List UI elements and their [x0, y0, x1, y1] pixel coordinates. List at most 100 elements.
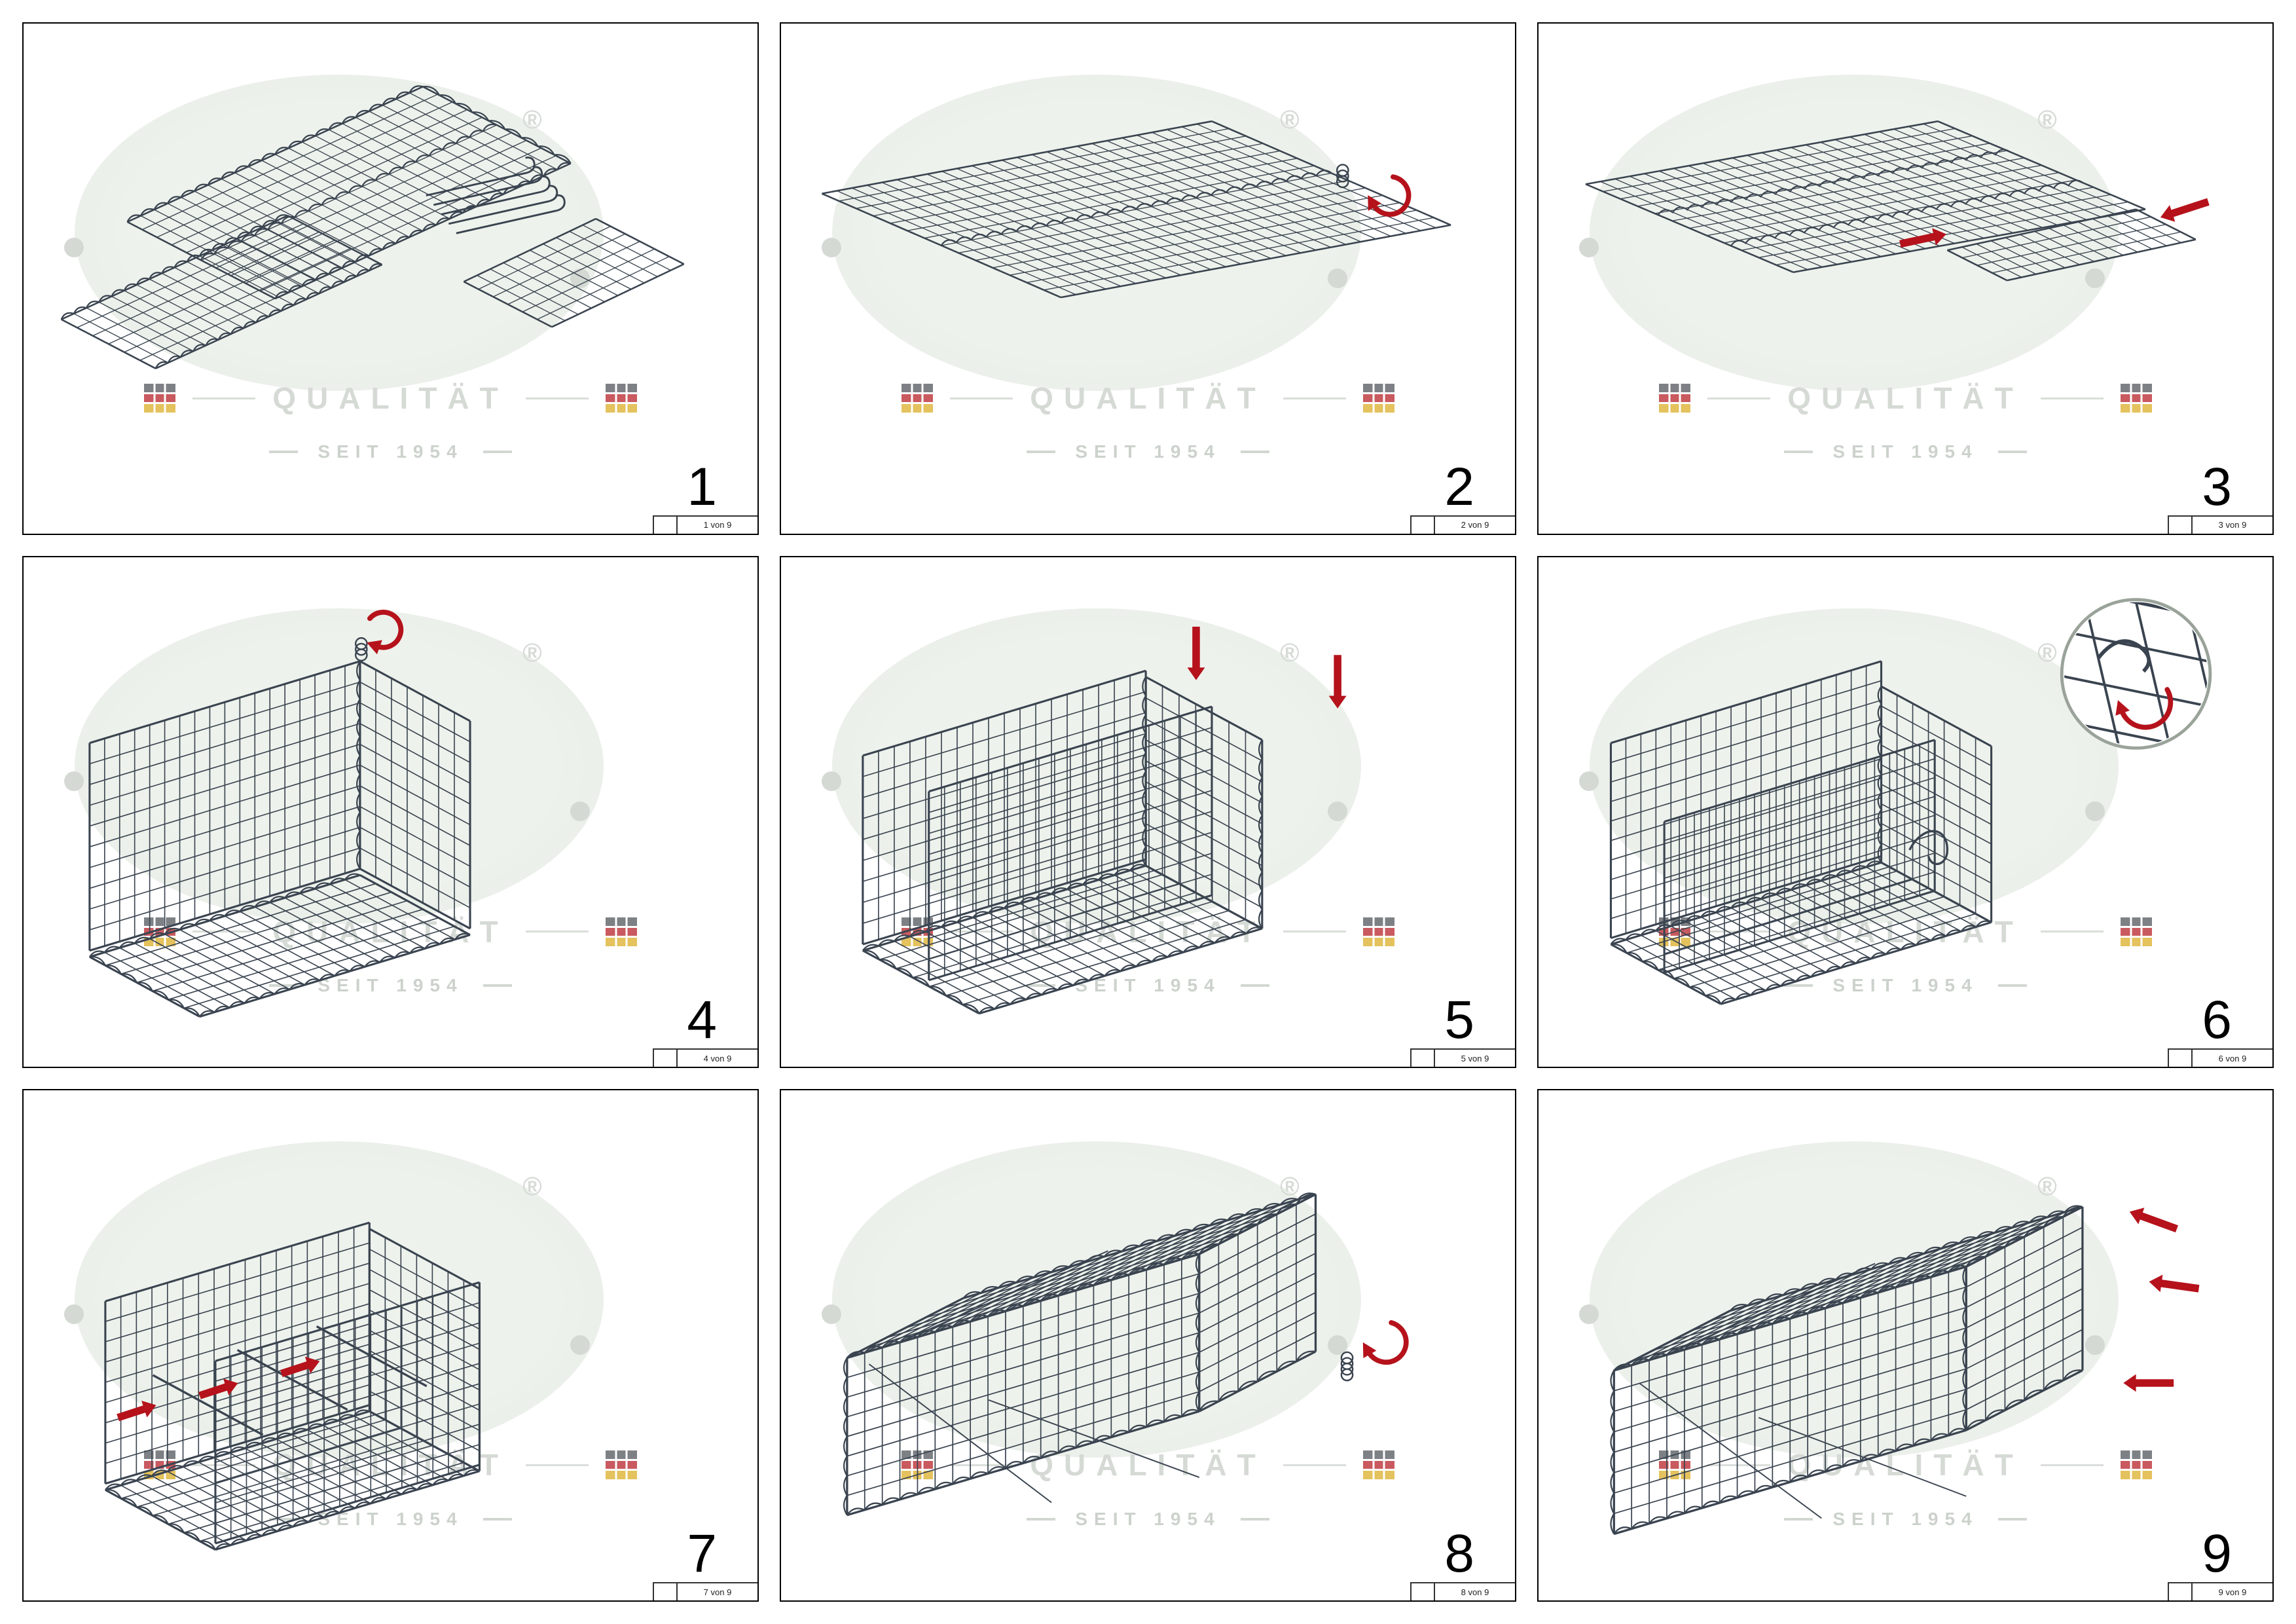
assembly-step-illustration	[1585, 120, 2210, 282]
watermark-dot-right	[570, 1335, 591, 1356]
watermark-quality-row: QUALITÄT	[46, 380, 736, 416]
watermark-since-row: SEIT 1954	[803, 1509, 1493, 1530]
watermark-rule	[2040, 1464, 2104, 1466]
watermark-since-text: SEIT 1954	[1832, 441, 1978, 462]
drawing-title-block: 1 von 9	[653, 515, 757, 534]
watermark-quality-row: QUALITÄT	[1561, 380, 2251, 416]
german-flag-icon	[605, 917, 637, 946]
watermark-dash	[1027, 451, 1056, 454]
watermark-dash	[483, 1517, 512, 1521]
title-block-cell	[654, 516, 678, 534]
watermark-dash	[483, 984, 512, 987]
german-flag-icon	[144, 384, 176, 413]
registered-trademark-icon: ®	[522, 1172, 542, 1201]
brand-watermark: ® QUALITÄT SEIT 1954	[24, 24, 757, 534]
watermark-quality-text: QUALITÄT	[1030, 1448, 1266, 1483]
title-block-page-label: 1 von 9	[703, 520, 732, 530]
step-number: 6	[2202, 990, 2232, 1050]
drawing-title-block: 2 von 9	[1410, 515, 1515, 534]
german-flag-icon	[1362, 384, 1394, 413]
title-block-page-label: 3 von 9	[2218, 520, 2247, 530]
drawing-title-block: 7 von 9	[653, 1582, 757, 1600]
watermark-dot-left	[64, 238, 84, 258]
title-block-page-label: 8 von 9	[1461, 1587, 1489, 1597]
watermark-dash	[269, 1517, 299, 1521]
german-flag-icon	[605, 384, 637, 413]
german-flag-icon	[2120, 384, 2152, 413]
assembly-step-illustration	[1610, 1205, 2200, 1536]
watermark-rule	[1707, 1464, 1771, 1466]
instruction-step-panel-1: ® QUALITÄT SEIT 1954 1 1 von 9	[22, 22, 759, 535]
title-block-cell	[654, 1050, 678, 1067]
watermark-rule	[1283, 931, 1346, 933]
title-block-cell	[2169, 1050, 2193, 1067]
title-block-cell	[2169, 516, 2193, 534]
watermark-dot-right	[1328, 268, 1348, 288]
watermark-rule	[950, 1464, 1013, 1466]
watermark-dot-left	[64, 771, 84, 791]
assembly-step-illustration	[60, 85, 685, 369]
title-block-page-label: 5 von 9	[1461, 1053, 1489, 1063]
watermark-since-text: SEIT 1954	[318, 441, 464, 462]
watermark-dot-left	[1578, 771, 1599, 791]
watermark-since-row: SEIT 1954	[1561, 441, 2251, 462]
watermark-ellipse	[75, 74, 604, 391]
step-number: 4	[687, 990, 717, 1050]
instruction-step-panel-5: ® QUALITÄT SEIT 1954 5 5 von 9	[780, 555, 1516, 1069]
title-block-cell	[2169, 1583, 2193, 1600]
watermark-quality-text: QUALITÄT	[1030, 381, 1266, 416]
watermark-dash	[1784, 1517, 1813, 1521]
watermark-rule	[192, 1464, 256, 1466]
german-flag-icon	[1659, 1450, 1691, 1480]
german-flag-icon	[1362, 1450, 1394, 1480]
assembly-step-illustration	[1609, 597, 2212, 1005]
brand-watermark: ® QUALITÄT SEIT 1954	[1539, 557, 2272, 1067]
watermark-dot-left	[821, 771, 841, 791]
drawing-title-block: 8 von 9	[1410, 1582, 1515, 1600]
watermark-dash	[1997, 984, 2027, 987]
watermark-dot-right	[2085, 268, 2105, 288]
title-block-cell	[654, 1583, 678, 1600]
watermark-dash	[1997, 451, 2027, 454]
watermark-rule	[1283, 1464, 1346, 1466]
registered-trademark-icon: ®	[522, 638, 542, 668]
title-block-page-label: 7 von 9	[703, 1587, 732, 1597]
watermark-since-row: SEIT 1954	[46, 441, 736, 462]
watermark-dash	[1027, 984, 1056, 987]
watermark-since-text: SEIT 1954	[1075, 1508, 1221, 1529]
registered-trademark-icon: ®	[1280, 105, 1300, 134]
drawing-title-block: 6 von 9	[2168, 1048, 2272, 1067]
registered-trademark-icon: ®	[1280, 1172, 1300, 1201]
assembly-step-illustration	[104, 1221, 481, 1551]
registered-trademark-icon: ®	[1280, 638, 1300, 668]
watermark-since-row: SEIT 1954	[803, 441, 1493, 462]
watermark-dash	[1240, 984, 1269, 987]
watermark-dot-right	[570, 802, 591, 822]
watermark-rule	[2040, 931, 2104, 933]
watermark-dot-left	[64, 1304, 84, 1325]
step-number: 5	[1444, 990, 1474, 1050]
step-number: 1	[687, 456, 717, 517]
registered-trademark-icon: ®	[2037, 105, 2057, 134]
instruction-step-panel-6: ® QUALITÄT SEIT 1954 6 6 von 9	[1537, 555, 2274, 1069]
watermark-rule	[192, 397, 256, 399]
watermark-dash	[269, 451, 299, 454]
watermark-rule	[192, 931, 256, 933]
brand-watermark: ® QUALITÄT SEIT 1954	[781, 24, 1515, 534]
title-block-cell	[1412, 516, 1435, 534]
watermark-dash	[1784, 451, 1813, 454]
watermark-quality-text: QUALITÄT	[1787, 381, 2024, 416]
instruction-step-panel-3: ® QUALITÄT SEIT 1954 3 3 von 9	[1537, 22, 2274, 535]
registered-trademark-icon: ®	[2037, 638, 2057, 668]
drawing-title-block: 3 von 9	[2168, 515, 2272, 534]
watermark-rule	[1707, 397, 1771, 399]
german-flag-icon	[1362, 917, 1394, 946]
title-block-cell	[1412, 1583, 1435, 1600]
watermark-since-text: SEIT 1954	[318, 975, 464, 996]
title-block-page-label: 9 von 9	[2218, 1587, 2247, 1597]
watermark-rule	[525, 1464, 589, 1466]
watermark-rule	[525, 931, 589, 933]
assembly-step-illustration	[821, 120, 1451, 299]
watermark-since-text: SEIT 1954	[1832, 1508, 1978, 1529]
